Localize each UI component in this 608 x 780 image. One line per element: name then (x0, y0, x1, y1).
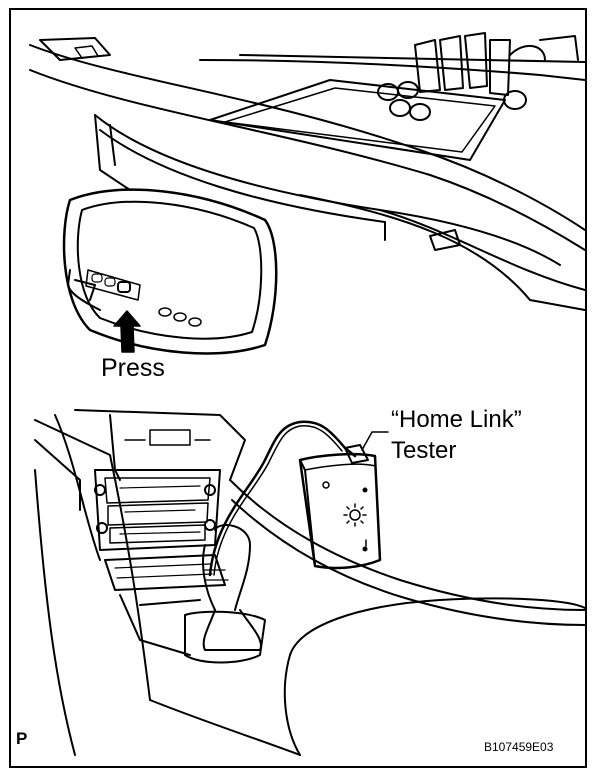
callout-leader (361, 431, 389, 451)
tester-cable (208, 420, 357, 577)
overhead-console (29, 32, 586, 311)
indicator-light-icon (343, 503, 367, 527)
tester-callout-line1: “Home Link” (391, 406, 522, 433)
home-link-tester (298, 444, 382, 570)
tester-callout-line2: Tester (391, 437, 457, 464)
rearview-mirror (62, 188, 278, 355)
press-label: Press (101, 354, 165, 382)
figure-code: B107459E03 (484, 740, 554, 754)
center-console (34, 409, 586, 756)
press-arrow-icon (113, 310, 141, 353)
page-mark: P (16, 729, 28, 748)
